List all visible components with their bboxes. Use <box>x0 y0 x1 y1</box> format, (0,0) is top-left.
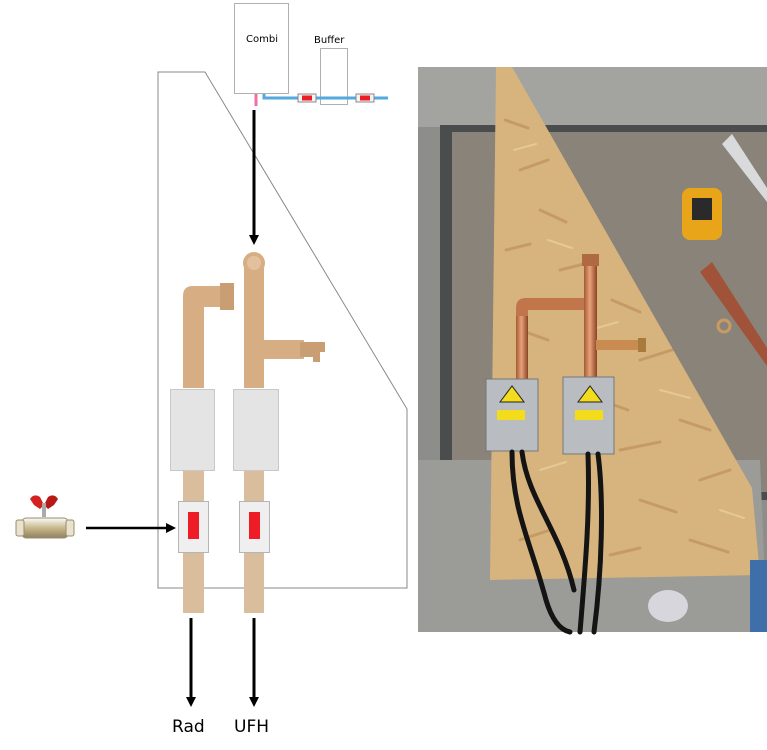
manifold-photo <box>418 67 767 635</box>
buffer-label: Buffer <box>314 35 345 46</box>
zone-valve-ufh-indicator <box>249 512 260 539</box>
osb-board <box>490 67 760 580</box>
rad-label: Rad <box>172 717 205 737</box>
ufh-label: UFH <box>234 717 270 737</box>
buffer-valve-left-indicator <box>302 95 312 101</box>
combi-label: Combi <box>246 34 278 45</box>
buffer-box <box>320 48 348 105</box>
actuator-left <box>170 389 215 471</box>
combi-box <box>234 3 289 94</box>
zone-valve-rad-indicator <box>188 512 199 539</box>
flow-pipe <box>262 94 388 100</box>
buffer-valve-right-indicator <box>360 95 370 101</box>
ball-valve-icon <box>15 495 75 539</box>
actuator-right <box>233 389 279 471</box>
board-outline <box>157 71 408 589</box>
